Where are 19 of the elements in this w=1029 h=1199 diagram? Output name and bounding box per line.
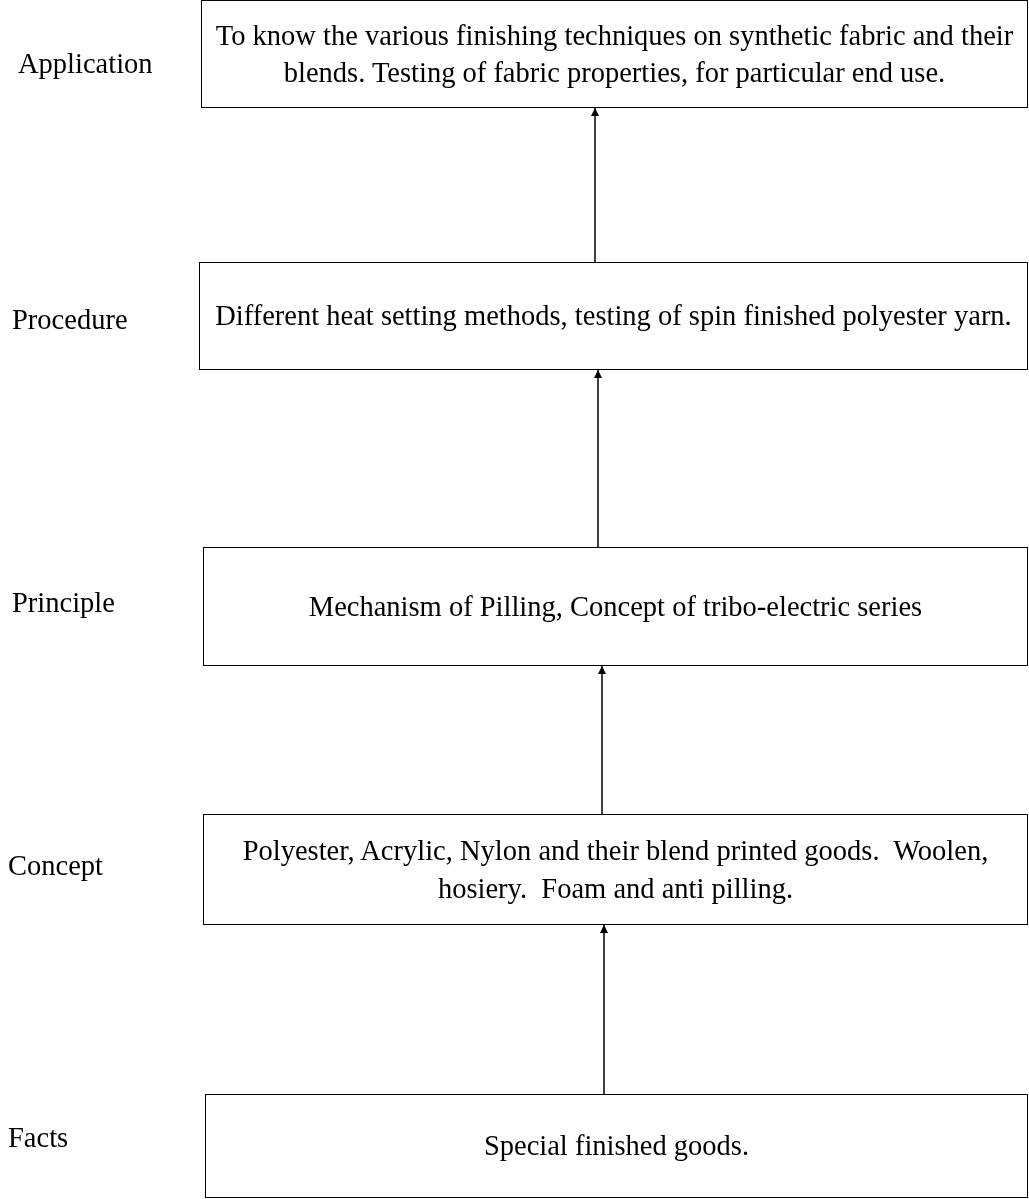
process-box: [203, 814, 1028, 925]
process-box: [203, 547, 1028, 666]
arrow: [598, 665, 606, 815]
arrow: [594, 369, 602, 548]
box-text: To know the various finishing techniques on synthetic fabric and their blends. Testing of fabric properties, for particular end use.: [214, 18, 1015, 90]
box-text: Different heat setting methods, testing of spin finished polyester yarn.: [215, 299, 1012, 334]
level-label: Facts: [8, 1122, 69, 1154]
process-box: [199, 262, 1028, 370]
level-label: Principle: [12, 587, 115, 619]
level-label: Procedure: [12, 304, 128, 336]
arrow: [591, 107, 599, 263]
level-label: Concept: [8, 850, 103, 882]
process-box: [201, 0, 1028, 108]
box-text: Mechanism of Pilling, Concept of tribo-electric series: [308, 589, 923, 624]
box-text: Polyester, Acrylic, Nylon and their blend printed goods. Woolen, hosiery. Foam and anti pilling.: [241, 834, 990, 906]
box-text: Special finished goods.: [483, 1129, 750, 1164]
process-box: [205, 1094, 1028, 1198]
level-label: Application: [18, 48, 153, 80]
arrow: [600, 924, 608, 1095]
